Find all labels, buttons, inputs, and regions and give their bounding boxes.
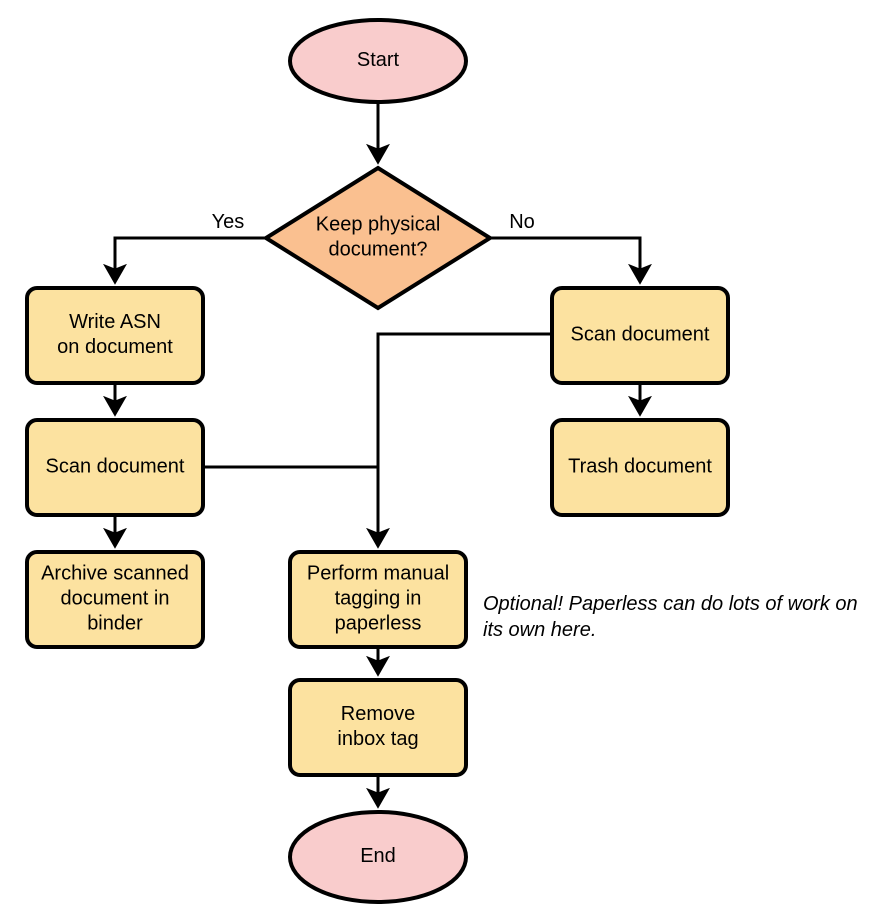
edges-layer: [103, 102, 652, 809]
edge-decision-no: [490, 236, 652, 285]
node-shape-rect: [550, 418, 730, 517]
node-start[interactable]: Start: [288, 18, 468, 104]
node-shape-rect: [25, 286, 205, 385]
node-label-start: Start: [357, 49, 400, 71]
node-shape-rect: [288, 550, 468, 649]
edge-decision-yes: [103, 236, 266, 285]
node-shape-rect: [550, 286, 730, 385]
node-label-trash: Trash document: [568, 456, 712, 478]
annotation-optional-note: Optional! Paperless can do lots of work …: [483, 593, 858, 641]
node-shape-rect: [25, 550, 205, 649]
node-label-end: End: [360, 845, 396, 867]
node-label-scan-left: Scan document: [46, 456, 185, 478]
node-label-scan-right: Scan document: [571, 324, 710, 346]
node-end[interactable]: End: [288, 810, 468, 904]
node-shape-rect: [288, 678, 468, 777]
node-scan-right[interactable]: Scan document: [550, 286, 730, 385]
edge-label-no-label: No: [509, 211, 535, 233]
annotations-layer: Optional! Paperless can do lots of work …: [483, 593, 858, 641]
node-shape-ellipse: [288, 810, 468, 904]
node-shape-ellipse: [288, 18, 468, 104]
node-shape-rect: [25, 418, 205, 517]
edge-scan-right-to-tagging: [366, 332, 552, 549]
node-scan-left[interactable]: Scan document: [25, 418, 205, 517]
edge-label-yes-label: Yes: [212, 211, 245, 233]
node-trash[interactable]: Trash document: [550, 418, 730, 517]
edge-labels-layer: Yes No: [212, 211, 535, 233]
node-shape-diamond: [262, 165, 494, 311]
